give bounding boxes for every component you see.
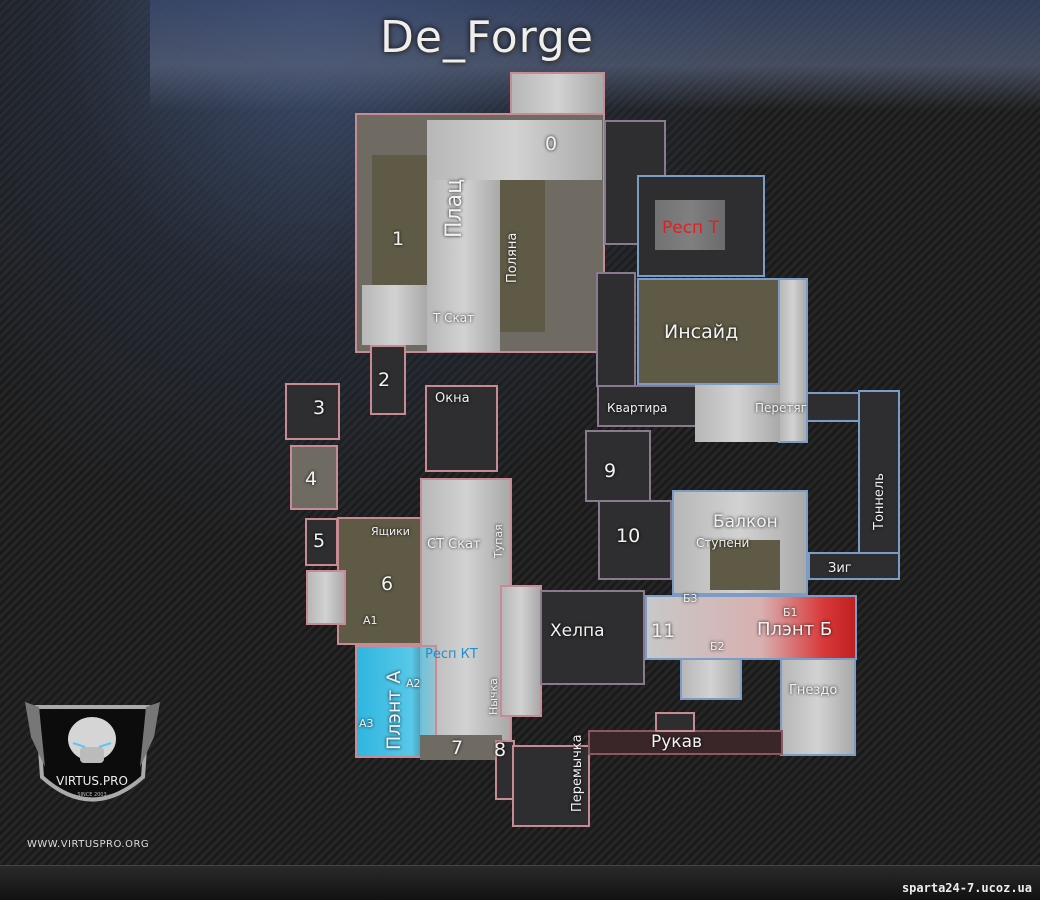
area-left-strip [306, 570, 346, 625]
area-2 [370, 345, 406, 415]
area-mid-corridor [596, 272, 636, 387]
area-b2 [680, 658, 742, 700]
area-plant-b [645, 595, 857, 660]
svg-text:· SINCE 2003 ·: · SINCE 2003 · [74, 792, 110, 798]
label-9: 9 [604, 460, 617, 482]
label-8: 8 [494, 739, 507, 761]
label-t-skat: Т Скат [433, 311, 475, 325]
label-yashiki: Ящики [371, 525, 410, 538]
label-5: 5 [313, 530, 326, 552]
label-plant-a: Плэнт А [383, 670, 405, 750]
label-zig: Зиг [828, 561, 852, 576]
area-tunnel [858, 390, 900, 580]
label-3: 3 [313, 397, 326, 419]
label-4: 4 [305, 468, 318, 490]
area-tunnel-link [806, 392, 866, 422]
area-polyana [500, 180, 545, 332]
area-peremychka [512, 745, 590, 827]
area-1 [372, 155, 427, 285]
area-resp-t-floor [655, 200, 725, 250]
label-insaid: Инсайд [664, 321, 739, 343]
label-peretyag: Перетяг [755, 401, 807, 415]
footer-bar [0, 865, 1040, 900]
area-9 [585, 430, 651, 502]
label-plant-b: Плэнт Б [757, 619, 833, 640]
area-helpa-strip [500, 585, 542, 717]
area-stupeni [710, 540, 780, 590]
area-10 [598, 500, 672, 580]
area-rukav-box [655, 712, 695, 732]
area-gnezdo [780, 658, 856, 756]
label-tupaya: Тупая [492, 524, 505, 558]
area-okna [425, 385, 498, 472]
label-gnezdo: Гнездо [789, 683, 838, 698]
area-4 [290, 445, 338, 510]
label-rukav: Рукав [651, 732, 703, 752]
area-7 [420, 735, 502, 760]
map-title: De_Forge [380, 12, 594, 63]
area-peretyag [695, 385, 780, 442]
area-kvartira [597, 385, 697, 427]
label-balkon: Балкон [713, 512, 778, 532]
label-resp-t: Респ Т [662, 218, 719, 238]
label-stupeni: Ступени [696, 536, 750, 550]
label-0: 0 [545, 133, 558, 155]
label-2: 2 [378, 369, 391, 391]
area-helpa [540, 590, 645, 685]
label-b3: Б3 [683, 592, 698, 605]
area-zig [808, 552, 900, 580]
virtus-pro-logo: VIRTUS.PRO · SINCE 2003 · [25, 702, 160, 802]
label-polyana: Поляна [505, 232, 520, 283]
label-nychka: Нычка [487, 678, 500, 715]
label-7: 7 [451, 737, 464, 759]
label-tonnel: Тоннель [872, 473, 887, 530]
label-11: 11 [651, 620, 676, 642]
label-1: 1 [392, 228, 405, 250]
area-insaid-strip [778, 278, 808, 443]
svg-text:VIRTUS.PRO: VIRTUS.PRO [56, 774, 128, 788]
label-ct-skat: СТ Скат [427, 537, 481, 552]
watermark: sparta24-7.ucoz.ua [901, 881, 1032, 895]
label-kvartira: Квартира [607, 401, 668, 415]
label-a3: А3 [359, 717, 374, 730]
label-plac: Плац [442, 178, 467, 238]
label-resp-ct: Респ КТ [425, 647, 478, 662]
label-b1: Б1 [783, 606, 798, 619]
label-peremychka: Перемычка [570, 734, 585, 812]
area-rukav [588, 730, 783, 755]
label-a1: А1 [363, 614, 378, 627]
area-0 [427, 120, 602, 180]
area-1-bottom [362, 285, 427, 345]
area-insaid [637, 278, 782, 385]
label-b2: Б2 [710, 640, 725, 653]
area-3 [285, 383, 340, 440]
logo-url: WWW.VIRTUSPRO.ORG [27, 839, 150, 850]
label-10: 10 [616, 525, 641, 547]
label-6: 6 [381, 573, 394, 595]
label-a2: А2 [406, 677, 421, 690]
label-okna: Окна [435, 391, 470, 406]
label-helpa: Хелпа [550, 621, 605, 641]
